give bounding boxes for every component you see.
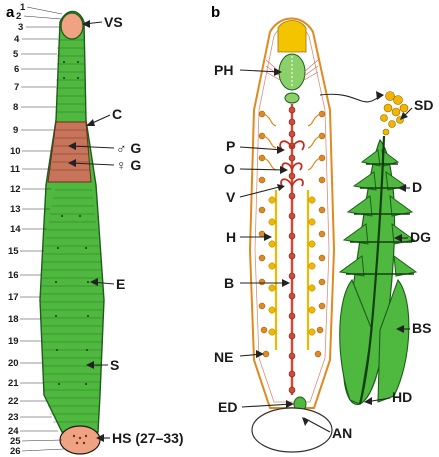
leech-body-external (39, 10, 105, 455)
leech-internal-anatomy (248, 17, 336, 453)
label-h: H (226, 229, 236, 245)
label-c: C (112, 106, 122, 122)
panel-a-callouts: VS C ♂ G ♀ G E S HS (27–33) (68, 14, 184, 446)
panel-b-label: b (211, 4, 220, 21)
segment-number: 8 (13, 102, 18, 113)
segment-number: 25 (10, 436, 21, 447)
label-sd: SD (414, 97, 433, 113)
segment-number: 10 (10, 146, 21, 157)
label-hs: HS (27–33) (112, 430, 184, 446)
segment-number: 4 (14, 34, 20, 45)
label-d: D (412, 179, 422, 195)
label-p: P (226, 138, 235, 154)
label-female-g: ♀ G (116, 157, 141, 173)
label-s: S (110, 357, 119, 373)
segment-number: 11 (10, 164, 21, 175)
label-o: O (224, 161, 235, 177)
segment-number: 13 (10, 204, 21, 215)
segment-number: 9 (13, 125, 18, 136)
label-dg: DG (410, 229, 431, 245)
segment-number: 18 (8, 314, 19, 325)
segment-number: 19 (8, 336, 19, 347)
segment-number: 26 (10, 446, 21, 457)
label-an: AN (332, 425, 352, 441)
segment-number: 12 (10, 184, 21, 195)
segment-number: 17 (8, 292, 19, 303)
segment-number: 23 (8, 412, 19, 423)
panel-a-label: a (6, 4, 15, 21)
segment-number: 14 (10, 224, 21, 235)
label-hd: HD (392, 389, 412, 405)
segment-number: 7 (14, 82, 19, 93)
segment-number: 15 (8, 246, 19, 257)
label-b: B (224, 275, 234, 291)
segment-labels: 1 2 3 4 5 6 7 8 9 10 11 12 13 14 15 16 1… (8, 2, 65, 457)
segment-number: 22 (8, 396, 19, 407)
segment-number: 5 (13, 49, 19, 60)
label-ne: NE (214, 349, 233, 365)
segment-number: 1 (20, 2, 26, 13)
label-vs: VS (104, 14, 123, 30)
segment-number: 16 (8, 270, 19, 281)
segment-number: 6 (14, 64, 19, 75)
label-ph: PH (214, 62, 233, 78)
label-bs: BS (412, 320, 431, 336)
segment-number: 20 (8, 358, 19, 369)
label-v: V (226, 189, 236, 205)
digestive-system (319, 91, 418, 406)
segment-number: 24 (8, 426, 19, 437)
segment-number: 2 (16, 11, 21, 22)
segment-number: 3 (18, 22, 23, 33)
label-male-g: ♂ G (116, 140, 141, 156)
label-e: E (116, 276, 125, 292)
panel-b-callouts: PH P O V H B NE ED AN SD D DG BS HD (214, 62, 433, 441)
label-ed: ED (218, 399, 237, 415)
segment-number: 21 (8, 378, 19, 389)
